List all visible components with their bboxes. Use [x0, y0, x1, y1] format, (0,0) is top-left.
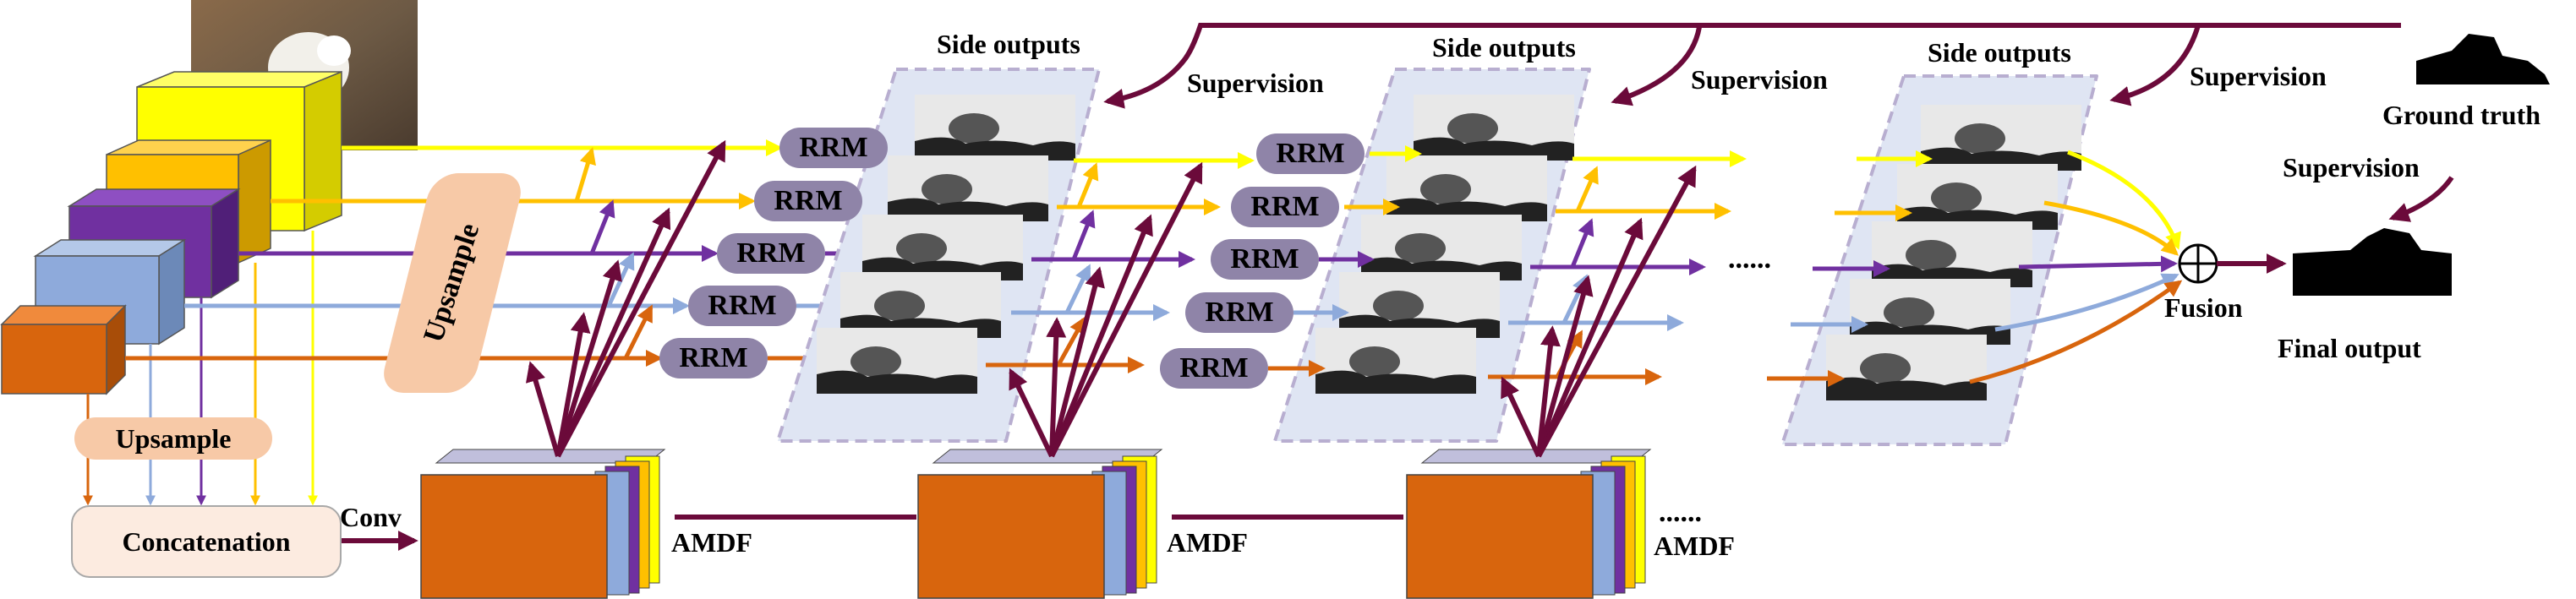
ellipsis-middle: ......	[1728, 243, 1771, 275]
feature-cube-level4	[33, 238, 187, 346]
amdf-label-2: AMDF	[1167, 527, 1248, 558]
fusion-inputs	[1969, 150, 2183, 384]
amdf-fanout-2	[1009, 161, 1203, 458]
rrm-stage1-row2: RRM	[754, 181, 862, 221]
amdf-label-3: AMDF	[1654, 531, 1735, 561]
rrm-stage2-row2: RRM	[1231, 187, 1339, 227]
conv-label: Conv	[340, 502, 402, 532]
amdf-block-1	[420, 449, 666, 599]
amdf-block-3	[1406, 449, 1652, 599]
side-output-panel-1	[776, 68, 1101, 443]
side-outputs-label-2: Side outputs	[1432, 32, 1576, 63]
ellipsis-bottom: ......	[1659, 497, 1702, 528]
supervision-arrows	[1103, 23, 2454, 222]
side-output-panel-2	[1273, 68, 1591, 443]
side-output-panel-3	[1780, 74, 2098, 446]
rrm-stage2-row4: RRM	[1185, 292, 1293, 333]
final-output-mask	[2293, 228, 2452, 296]
supervision-label-2: Supervision	[1691, 64, 1828, 95]
fusion-label: Fusion	[2164, 292, 2243, 323]
amdf-fanout-3	[1501, 165, 1697, 458]
upsample-small-block: Upsample	[74, 417, 272, 460]
feature-flows-stage2	[986, 145, 1422, 377]
rrm-stage1-row3: RRM	[717, 233, 825, 274]
rrm-stage1-row4: RRM	[688, 286, 796, 326]
rrm-stage1-row1: RRM	[779, 128, 888, 168]
concatenation-block: Concatenation	[71, 505, 342, 578]
rrm-stage2-row1: RRM	[1256, 133, 1365, 174]
feature-cube-level5	[0, 304, 127, 395]
final-output-label: Final output	[2278, 333, 2421, 363]
rrm-stage1-row5: RRM	[659, 338, 768, 378]
supervision-label-1: Supervision	[1187, 68, 1324, 98]
side-outputs-label-3: Side outputs	[1928, 37, 2071, 68]
rrm-stage2-row3: RRM	[1211, 239, 1319, 280]
rrm-stage2-row5: RRM	[1160, 348, 1268, 389]
amdf-block-2	[917, 449, 1163, 599]
amdf-fanout-1	[525, 139, 726, 458]
ground-truth-mask	[2416, 34, 2550, 84]
amdf-label-1: AMDF	[671, 527, 752, 558]
supervision-label-4: Supervision	[2283, 152, 2420, 182]
ground-truth-label: Ground truth	[2382, 100, 2541, 130]
side-outputs-label-1: Side outputs	[937, 29, 1080, 59]
supervision-label-3: Supervision	[2190, 61, 2327, 91]
fusion-node	[2178, 243, 2218, 284]
